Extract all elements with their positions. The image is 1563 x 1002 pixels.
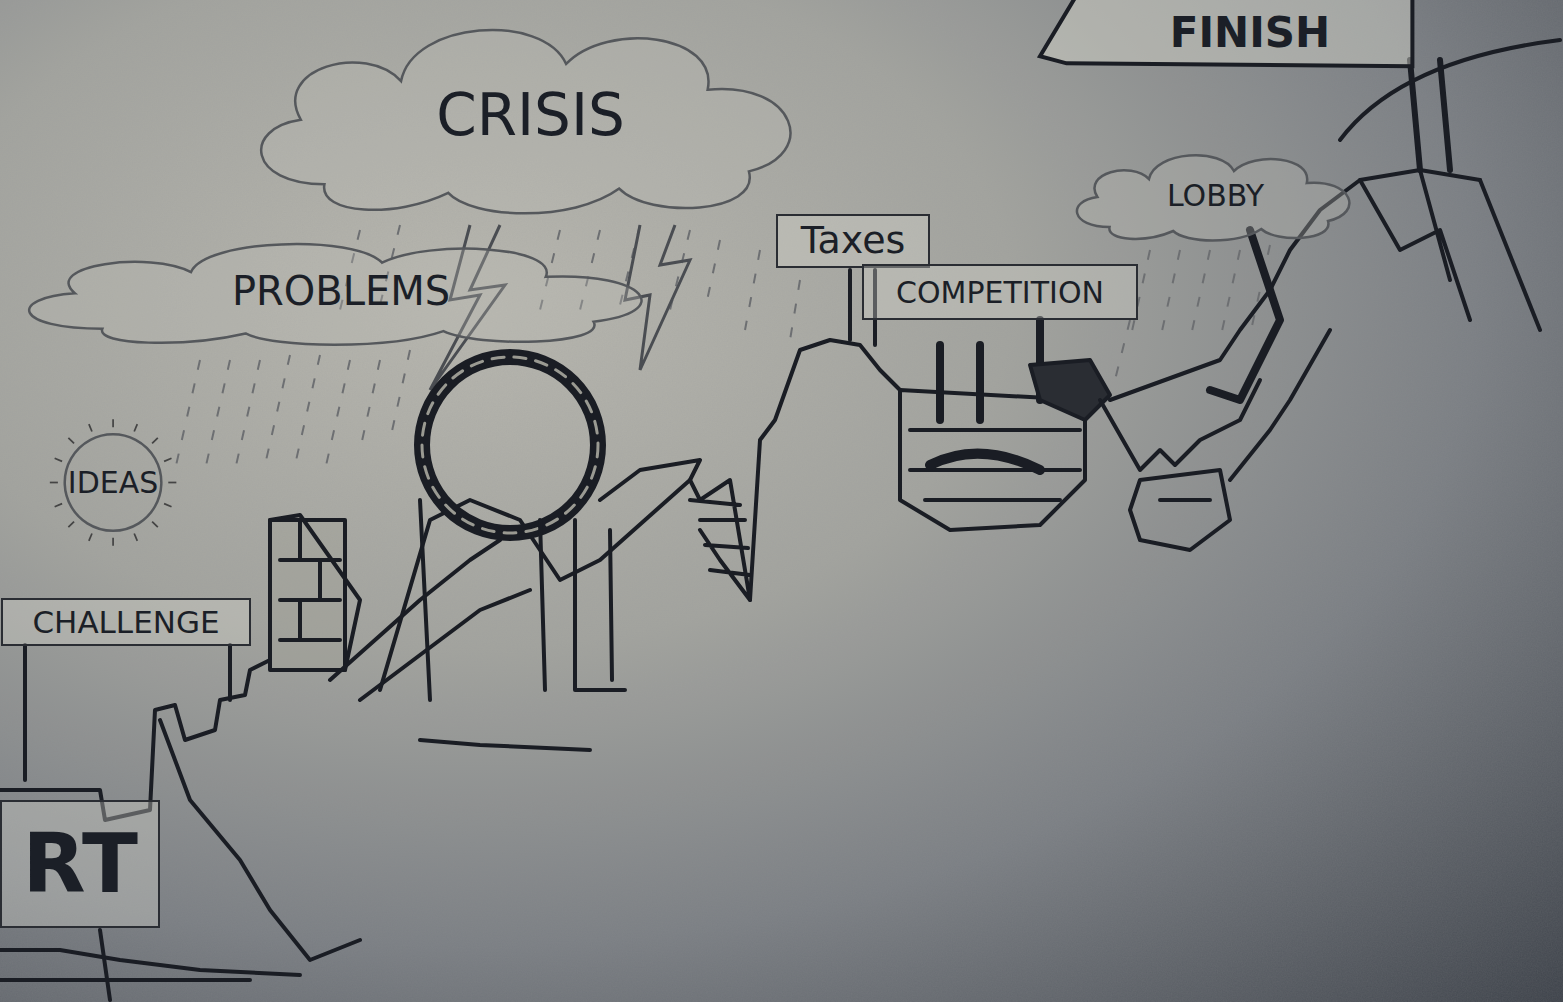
crisis-cloud: CRISIS	[236, 8, 826, 223]
challenge-sign: CHALLENGE	[1, 598, 251, 646]
sign-text: Taxes	[801, 220, 906, 262]
sign-text: PROBLEMS	[232, 269, 450, 313]
start-sign: RT	[0, 800, 160, 928]
finish-sign: FINISH	[1040, 0, 1420, 72]
sign-text: RT	[22, 819, 137, 909]
sign-text: CHALLENGE	[32, 605, 219, 639]
lobby-cloud: LOBBY	[1064, 145, 1367, 245]
sign-text: CRISIS	[436, 84, 625, 148]
sign-text: COMPETITION	[896, 276, 1104, 309]
sign-text: IDEAS	[68, 466, 158, 499]
competition-sign: COMPETITION	[862, 264, 1138, 320]
ideas-sun: IDEAS	[0, 425, 226, 540]
problems-cloud: PROBLEMS	[0, 232, 682, 350]
taxes-sign: Taxes	[776, 214, 930, 268]
sign-text: LOBBY	[1167, 179, 1264, 212]
path-drawing	[0, 40, 1560, 1000]
sign-text: FINISH	[1170, 10, 1331, 56]
